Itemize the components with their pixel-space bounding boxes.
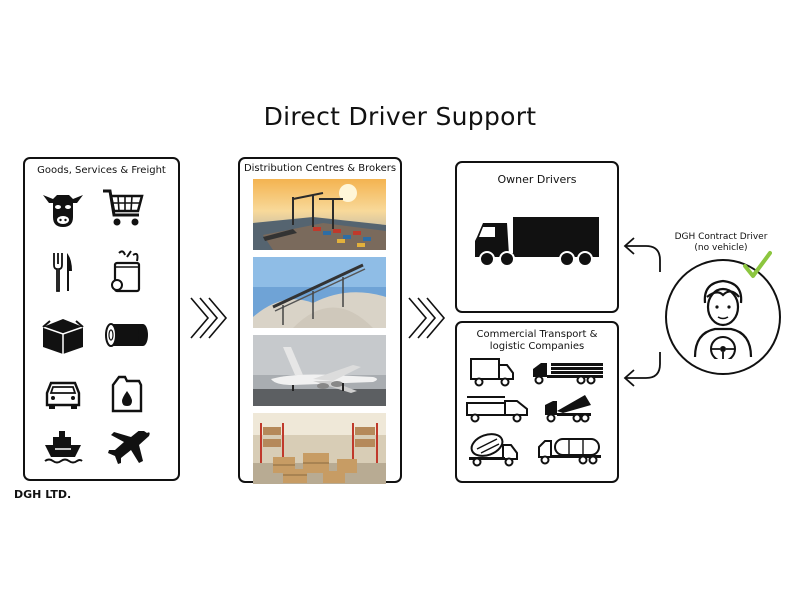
arrow-to-owner-icon	[623, 237, 661, 272]
ship-icon	[44, 431, 83, 464]
distribution-panel: Distribution Centres & Brokers	[238, 157, 402, 484]
chevron-arrows-icon	[408, 297, 446, 339]
owner-drivers-panel: Owner Drivers	[455, 161, 619, 313]
warehouse-photo	[253, 413, 386, 484]
driver-label: DGH Contract Driver (no vehicle)	[655, 232, 787, 254]
airplane-icon	[108, 431, 150, 464]
shopping-cart-icon	[103, 189, 144, 226]
gravel-conveyor-photo	[253, 257, 386, 328]
grocery-bag-icon	[111, 250, 141, 293]
commercial-label-line1: Commercial Transport &	[476, 329, 598, 340]
goods-panel-label: Goods, Services & Freight	[37, 165, 166, 176]
driver-label-line1: DGH Contract Driver	[674, 232, 768, 242]
checkmark-icon	[743, 251, 772, 278]
cement-mixer-icon	[469, 433, 518, 467]
goods-panel: Goods, Services & Freight	[23, 157, 180, 481]
fuel-can-icon	[111, 375, 143, 413]
log-truck-icon	[533, 363, 603, 385]
arrow-to-commercial-icon	[623, 352, 661, 387]
driver-label-line2: (no vehicle)	[694, 243, 748, 253]
distribution-panel-label: Distribution Centres & Brokers	[243, 163, 397, 174]
tanker-truck-icon	[538, 438, 601, 465]
container-port-photo	[253, 179, 386, 250]
commercial-transport-panel: Commercial Transport & logistic Companie…	[455, 321, 619, 483]
box-truck-icon	[470, 358, 514, 387]
box-icon	[42, 319, 84, 354]
page-title: Direct Driver Support	[263, 102, 537, 131]
driver-circle	[665, 259, 781, 375]
commercial-label-line2: logistic Companies	[489, 341, 585, 352]
driver-person-icon	[693, 279, 753, 359]
cargo-plane-photo	[253, 335, 386, 406]
car-icon	[45, 381, 81, 409]
dump-truck-icon	[545, 395, 591, 423]
cow-icon	[43, 195, 83, 227]
chevron-arrows-icon	[190, 297, 228, 339]
fork-knife-icon	[53, 253, 72, 292]
log-icon	[105, 323, 148, 347]
owner-drivers-label: Owner Drivers	[497, 173, 577, 186]
company-name: DGH LTD.	[14, 488, 72, 501]
tow-truck-icon	[466, 396, 528, 423]
semi-truck-icon	[475, 217, 599, 267]
